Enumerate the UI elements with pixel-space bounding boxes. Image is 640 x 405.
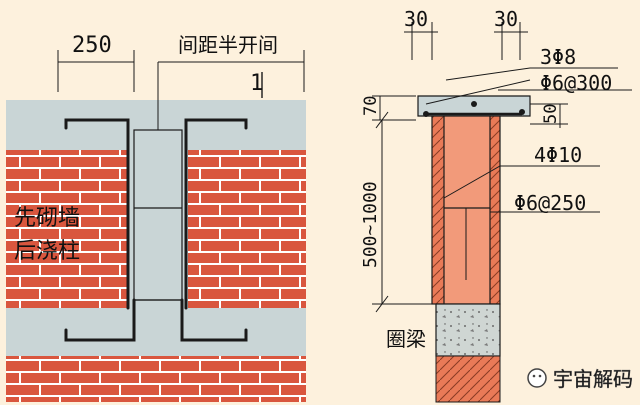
dim-spacing-label: 间距半开间 <box>178 33 278 57</box>
dim-top-a-label: 30 <box>404 7 428 31</box>
left-brick-wall <box>6 150 128 308</box>
watermark: 宇宙解码 <box>527 367 633 391</box>
ring-beam-label: 圈梁 <box>386 327 426 351</box>
section-detail: 30 30 3Φ8 Φ6@300 70 50 4Φ10 Φ6@250 <box>360 7 632 403</box>
wechat-icon <box>527 368 547 388</box>
dim-height-group <box>372 111 436 313</box>
below-beam-wall <box>435 355 501 403</box>
column-core <box>133 129 183 301</box>
dim-250-label: 250 <box>72 33 112 58</box>
tie-bars <box>64 118 248 342</box>
dim-50-label: 50 <box>541 104 561 124</box>
section-column-inner <box>443 115 491 305</box>
dim-top-b-label: 30 <box>494 7 518 31</box>
wall-note-line2: 后浇柱 <box>14 239 80 264</box>
rebar-top-label: 3Φ8 <box>540 45 576 69</box>
cap-leaders <box>445 67 632 91</box>
tick-mark-label: 1 <box>250 71 263 96</box>
top-cap-slope <box>425 79 531 105</box>
bottom-concrete-band <box>6 308 306 356</box>
rebar-mid-label: 4Φ10 <box>534 143 582 167</box>
dim-30-group <box>404 22 528 60</box>
wall-note-line1: 先砌墙 <box>14 206 80 231</box>
dim-50-group <box>530 103 568 128</box>
bottom-brick-strip <box>6 356 306 402</box>
plan-detail: 250 间距半开间 1 先砌墙 后浇柱 <box>6 33 306 402</box>
dim-70-group <box>372 95 416 121</box>
right-brick-wall <box>188 150 306 308</box>
dim-spacing-group <box>158 50 305 98</box>
dim-250-group <box>57 50 135 92</box>
mid-leaders <box>443 165 600 213</box>
dim-70-label: 70 <box>361 96 381 116</box>
stirrup-top-label: Φ6@300 <box>540 71 612 95</box>
stirrup-mid-label: Φ6@250 <box>514 191 586 215</box>
dim-height-label: 500~1000 <box>360 181 381 268</box>
watermark-text: 宇宙解码 <box>553 367 633 391</box>
ring-beam-block <box>435 303 501 357</box>
